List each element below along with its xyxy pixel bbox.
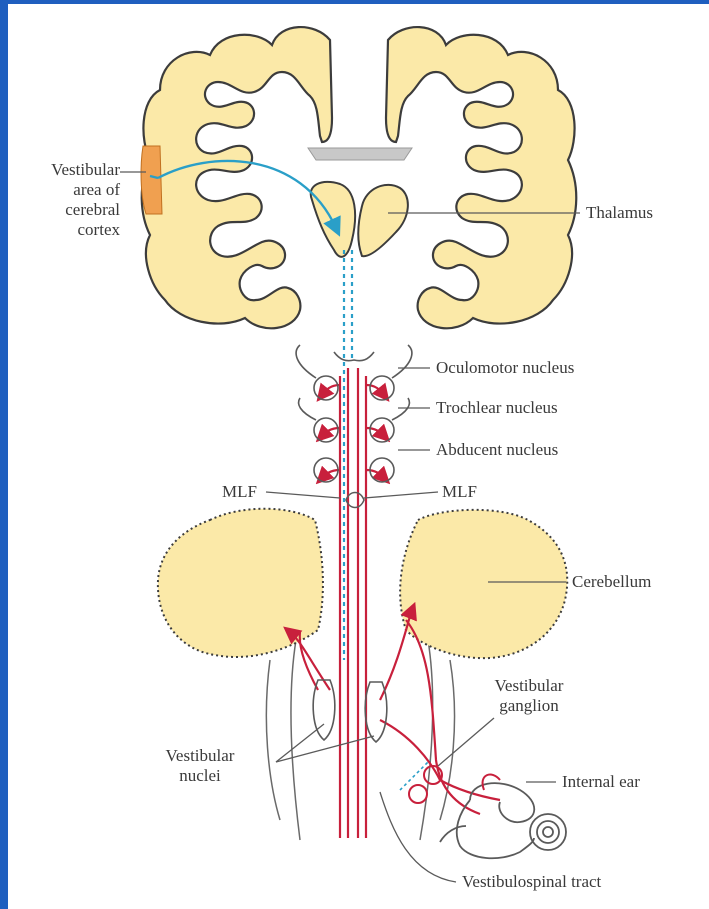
left-cerebellum-lobe <box>158 509 323 657</box>
label-vestibular-ganglion: Vestibular ganglion <box>484 676 574 716</box>
label-vestibular-nuclei: Vestibular nuclei <box>150 746 250 786</box>
label-vestibular-area-line-3: cerebral <box>14 200 120 220</box>
right-cerebellum-lobe <box>400 510 567 658</box>
label-cerebellum: Cerebellum <box>572 572 651 592</box>
vestibular-cortex-area <box>141 146 162 214</box>
label-abducent-nucleus: Abducent nucleus <box>436 440 558 460</box>
cerebral-hemispheres <box>141 27 576 328</box>
vestibular-nuclei-shapes <box>313 680 387 742</box>
label-thalamus: Thalamus <box>586 203 653 223</box>
oculomotor-nucleus-left <box>314 376 338 400</box>
label-vestibular-area-line-1: Vestibular <box>14 160 120 180</box>
label-vestibulospinal-tract: Vestibulospinal tract <box>462 872 601 892</box>
label-vestibular-nuclei-line-1: Vestibular <box>150 746 250 766</box>
label-vestibular-ganglion-line-1: Vestibular <box>484 676 574 696</box>
cerebellum <box>158 509 567 658</box>
label-vestibular-area-line-2: area of <box>14 180 120 200</box>
internal-ear <box>440 775 566 859</box>
cranial-nerve-nuclei <box>296 345 412 508</box>
left-hemisphere <box>142 27 332 328</box>
label-mlf-left: MLF <box>222 482 257 502</box>
thalamus <box>311 182 408 257</box>
right-hemisphere <box>386 27 576 328</box>
oculomotor-nucleus-right <box>370 376 394 400</box>
trochlear-nucleus-left <box>314 418 338 442</box>
vestibular-ganglion <box>400 760 442 803</box>
right-thalamus <box>358 185 408 256</box>
label-vestibular-ganglion-line-2: ganglion <box>484 696 574 716</box>
label-trochlear-nucleus: Trochlear nucleus <box>436 398 558 418</box>
label-internal-ear: Internal ear <box>562 772 640 792</box>
label-vestibular-area-line-4: cortex <box>14 220 120 240</box>
label-vestibular-nuclei-line-2: nuclei <box>150 766 250 786</box>
label-vestibular-area: Vestibular area of cerebral cortex <box>14 160 120 240</box>
corpus-callosum <box>308 148 412 160</box>
label-oculomotor-nucleus: Oculomotor nucleus <box>436 358 574 378</box>
label-mlf-right: MLF <box>442 482 477 502</box>
